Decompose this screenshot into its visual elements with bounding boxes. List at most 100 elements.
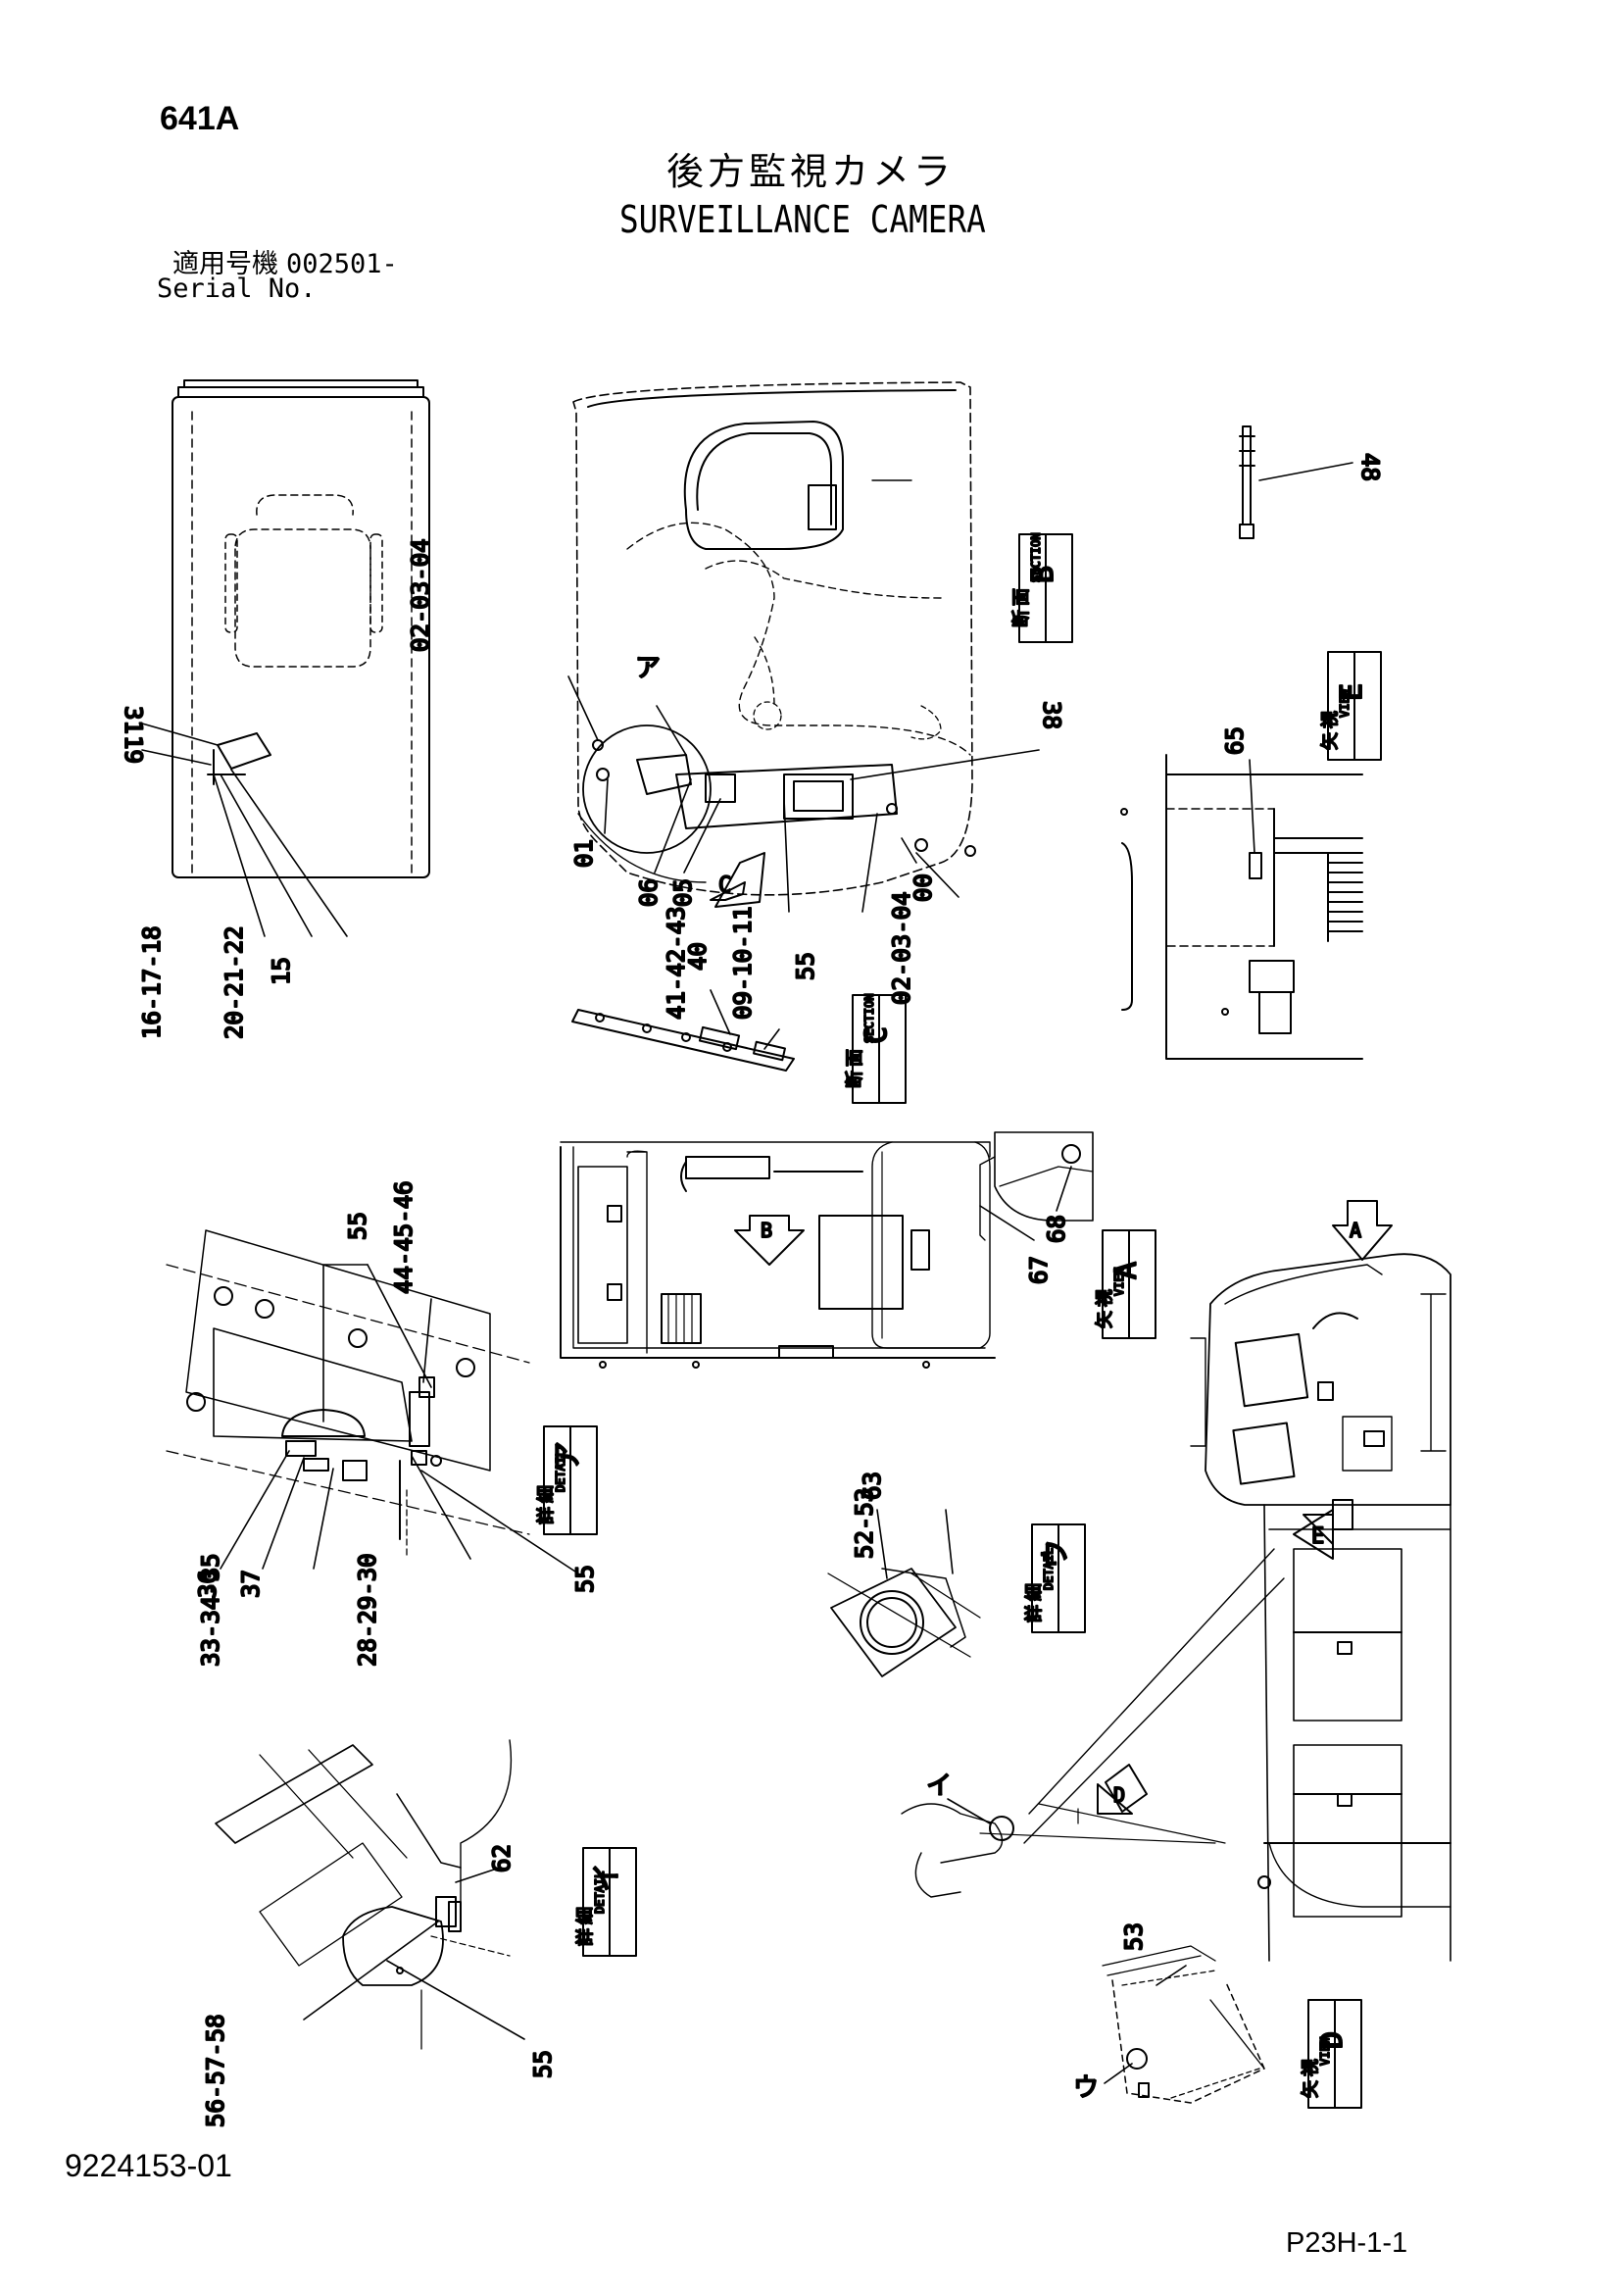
- leader-67: [979, 1205, 1035, 1241]
- callout-38: 38: [1038, 701, 1065, 729]
- label-detail-a: [543, 1425, 598, 1535]
- view-e-jp1: 矢: [1320, 732, 1341, 750]
- view-d-jp1: 矢: [1301, 2080, 1321, 2098]
- section-b-letter: B: [1026, 566, 1060, 583]
- view-arrow-e-letter: E: [1311, 1524, 1324, 1549]
- view-arrow-a-letter: A: [1350, 1219, 1361, 1242]
- leader-i-kana: [947, 1798, 991, 1824]
- document-number: 9224153-01: [65, 2148, 232, 2183]
- view-a-jp2: 視: [1095, 1289, 1115, 1307]
- view-arrow-b: [734, 1215, 805, 1266]
- view-arrow-e: [1293, 1499, 1353, 1560]
- view-a-drawing: [560, 1131, 1094, 1369]
- serial-value: 002501-: [286, 249, 398, 279]
- leader-53: [1156, 1965, 1187, 1986]
- callout-62: 62: [488, 1844, 516, 1872]
- callout-52-53: 52-53: [851, 1488, 878, 1559]
- callout-u-kana: ウ: [1073, 2073, 1099, 2103]
- section-b-callout-leaders: [567, 675, 1040, 913]
- leader-48: [1258, 462, 1353, 481]
- view-a-letter: A: [1109, 1262, 1144, 1279]
- title-japanese: 後方監視カメラ: [666, 150, 956, 193]
- detail-i-jp1: 詳: [575, 1928, 596, 1946]
- callout-65: 65: [1221, 726, 1249, 755]
- callout-05: 05: [669, 878, 697, 907]
- detail-u-drawing: [827, 1568, 981, 1677]
- label-view-d: [1307, 1999, 1362, 2109]
- detail-u-jp2: 細: [1024, 1583, 1045, 1601]
- section-c-jp2: 面: [845, 1049, 865, 1067]
- label-detail-u: [1031, 1523, 1086, 1633]
- callout-67: 67: [1025, 1256, 1053, 1284]
- serial-label-japanese: 適用号機: [172, 249, 278, 279]
- callout-a-kana: ア: [635, 654, 661, 683]
- callout-55-detail: 55: [344, 1212, 371, 1240]
- detail-a-en: DETAIL: [554, 1450, 567, 1492]
- section-b-jp1: 断: [1011, 610, 1032, 627]
- callout-20-21-22: 20-21-22: [221, 925, 248, 1039]
- callout-41-42-43: 41-42-43: [663, 906, 690, 1020]
- title-english: SURVEILLANCE CAMERA: [619, 198, 986, 241]
- leader-68: [1056, 1166, 1072, 1212]
- label-section-b: [1018, 533, 1073, 643]
- callout-55-mid: 55: [792, 952, 819, 980]
- callout-15: 15: [268, 957, 295, 985]
- cable-tie-48: [1239, 425, 1255, 539]
- label-section-c: [852, 994, 907, 1104]
- callout-i-kana: イ: [926, 1772, 952, 1801]
- callout-53: 53: [1120, 1922, 1148, 1951]
- callout-33-34-35: 33-34-35: [197, 1553, 224, 1667]
- section-c-en: SECTION: [862, 993, 876, 1043]
- detail-u-letter: ウ: [1039, 1539, 1073, 1569]
- view-a-en: VIEW: [1112, 1267, 1126, 1296]
- machine-side-view: [901, 1200, 1451, 1962]
- view-e-en: VIEW: [1338, 688, 1352, 718]
- view-arrow-c: [710, 852, 765, 908]
- callout-06: 06: [635, 878, 663, 907]
- view-d-drawing: [1102, 1945, 1265, 2104]
- callout-37: 37: [237, 1570, 265, 1598]
- detail-i-drawing: [215, 1739, 513, 2050]
- callout-40: 40: [684, 942, 712, 971]
- view-arrow-c-letter: C: [718, 873, 731, 898]
- view-arrow-d-letter: D: [1113, 1783, 1125, 1807]
- callout-02-03-04-top: 02-03-04: [407, 538, 434, 652]
- label-view-e: [1327, 651, 1382, 761]
- detail-u-jp1: 詳: [1024, 1605, 1045, 1622]
- view-d-en: VIEW: [1318, 2036, 1332, 2066]
- page-code: 641A: [160, 100, 240, 137]
- callout-16-17-18: 16-17-18: [138, 925, 166, 1039]
- callout-19: 19: [120, 735, 147, 764]
- section-c-drawing: [571, 1009, 795, 1072]
- callout-44-45-46: 44-45-46: [390, 1180, 418, 1294]
- view-d-jp2: 視: [1301, 2059, 1321, 2076]
- serial-label-english: Serial No.: [157, 274, 317, 304]
- callout-31: 31: [120, 706, 147, 734]
- view-e-letter: E: [1335, 683, 1369, 701]
- detail-i-jp2: 細: [575, 1907, 596, 1924]
- callout-48: 48: [1356, 453, 1384, 481]
- detail-u-en: DETAIL: [1042, 1548, 1056, 1590]
- leader-u-kana: [1104, 2063, 1133, 2084]
- callout-68: 68: [1043, 1215, 1070, 1243]
- label-detail-i: [582, 1847, 637, 1957]
- view-arrow-b-letter: B: [761, 1219, 772, 1242]
- view-a-jp1: 矢: [1095, 1311, 1115, 1328]
- detail-a-leaders: [220, 1264, 579, 1574]
- view-e-drawing: [1120, 754, 1363, 1060]
- callout-02-03-04-bottom: 02-03-04: [888, 891, 915, 1005]
- detail-i-leaders: [303, 1867, 525, 2040]
- callout-leaders-topleft: [141, 723, 348, 937]
- leader-40: [710, 989, 731, 1035]
- view-d-letter: D: [1315, 2031, 1350, 2049]
- detail-u-leaders: [876, 1509, 954, 1579]
- section-b-jp2: 面: [1011, 588, 1032, 606]
- detail-a-jp1: 詳: [536, 1507, 557, 1524]
- leader-65: [1249, 759, 1255, 854]
- view-arrow-d: [1097, 1764, 1148, 1815]
- view-e-jp2: 視: [1320, 711, 1341, 728]
- detail-a-jp2: 細: [536, 1485, 557, 1503]
- label-view-a: [1102, 1229, 1156, 1339]
- section-b-drawing: [572, 381, 976, 896]
